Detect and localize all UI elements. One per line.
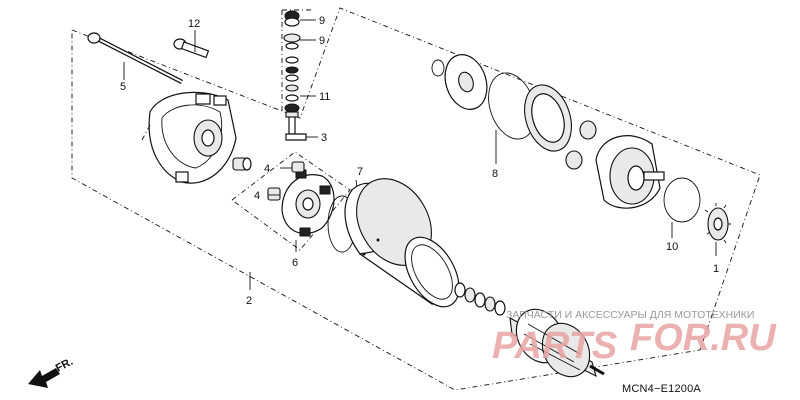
- part-o-ring-10: [663, 177, 701, 223]
- callout-9-upper: 9: [319, 15, 325, 27]
- callout-10: 10: [666, 241, 678, 253]
- callout-5: 5: [120, 81, 126, 93]
- part-bolt-12: [173, 38, 210, 59]
- watermark-brand-a: PARTS: [492, 325, 617, 367]
- callout-4-lower: 4: [254, 190, 260, 202]
- watermark-tagline: ЗАПЧАСТИ И АКСЕССУАРЫ ДЛЯ МОТОТЕХНИКИ: [506, 309, 754, 321]
- callout-6: 6: [292, 257, 298, 269]
- part-terminal-bolt: [285, 111, 307, 141]
- callout-1: 1: [713, 263, 719, 275]
- front-direction-arrow: FR.: [28, 356, 75, 388]
- callout-11: 11: [319, 91, 330, 103]
- part-through-bolt: [87, 32, 184, 85]
- part-armature: [509, 308, 605, 378]
- part-brush-holder: [281, 169, 335, 237]
- part-ring-gear: [524, 84, 572, 152]
- part-drive-gear: [704, 203, 731, 244]
- part-rear-cover: [148, 91, 237, 184]
- arrow-icon: [28, 368, 60, 388]
- part-brush-upper: [291, 161, 305, 173]
- part-washer-plate: [444, 54, 488, 110]
- part-motor-yoke: [344, 178, 460, 308]
- diagram-code: MCN4−E1200A: [622, 383, 701, 395]
- watermark: ЗАПЧАСТИ И АКСЕССУАРЫ ДЛЯ МОТОТЕХНИКИ PA…: [492, 309, 777, 367]
- watermark-brand-b: FOR.RU: [630, 317, 777, 359]
- brush-holder-box: [231, 151, 351, 251]
- part-terminal-hardware-stack: [283, 10, 301, 113]
- callout-2: 2: [246, 295, 252, 307]
- part-brush-lower: [267, 187, 281, 201]
- part-gear-housing: [595, 135, 665, 209]
- callout-3: 3: [321, 132, 327, 144]
- part-bushing: [232, 157, 252, 171]
- callout-9-lower: 9: [319, 35, 325, 47]
- front-label: FR.: [54, 356, 75, 375]
- assembly-frame: [71, 7, 761, 391]
- callout-8: 8: [492, 168, 498, 180]
- callout-12: 12: [188, 18, 200, 30]
- part-armature-washers: [454, 282, 506, 316]
- part-planet-gears: [565, 120, 597, 170]
- callout-4-upper: 4: [264, 163, 270, 175]
- callout-7: 7: [357, 166, 363, 178]
- part-small-ring: [431, 59, 445, 77]
